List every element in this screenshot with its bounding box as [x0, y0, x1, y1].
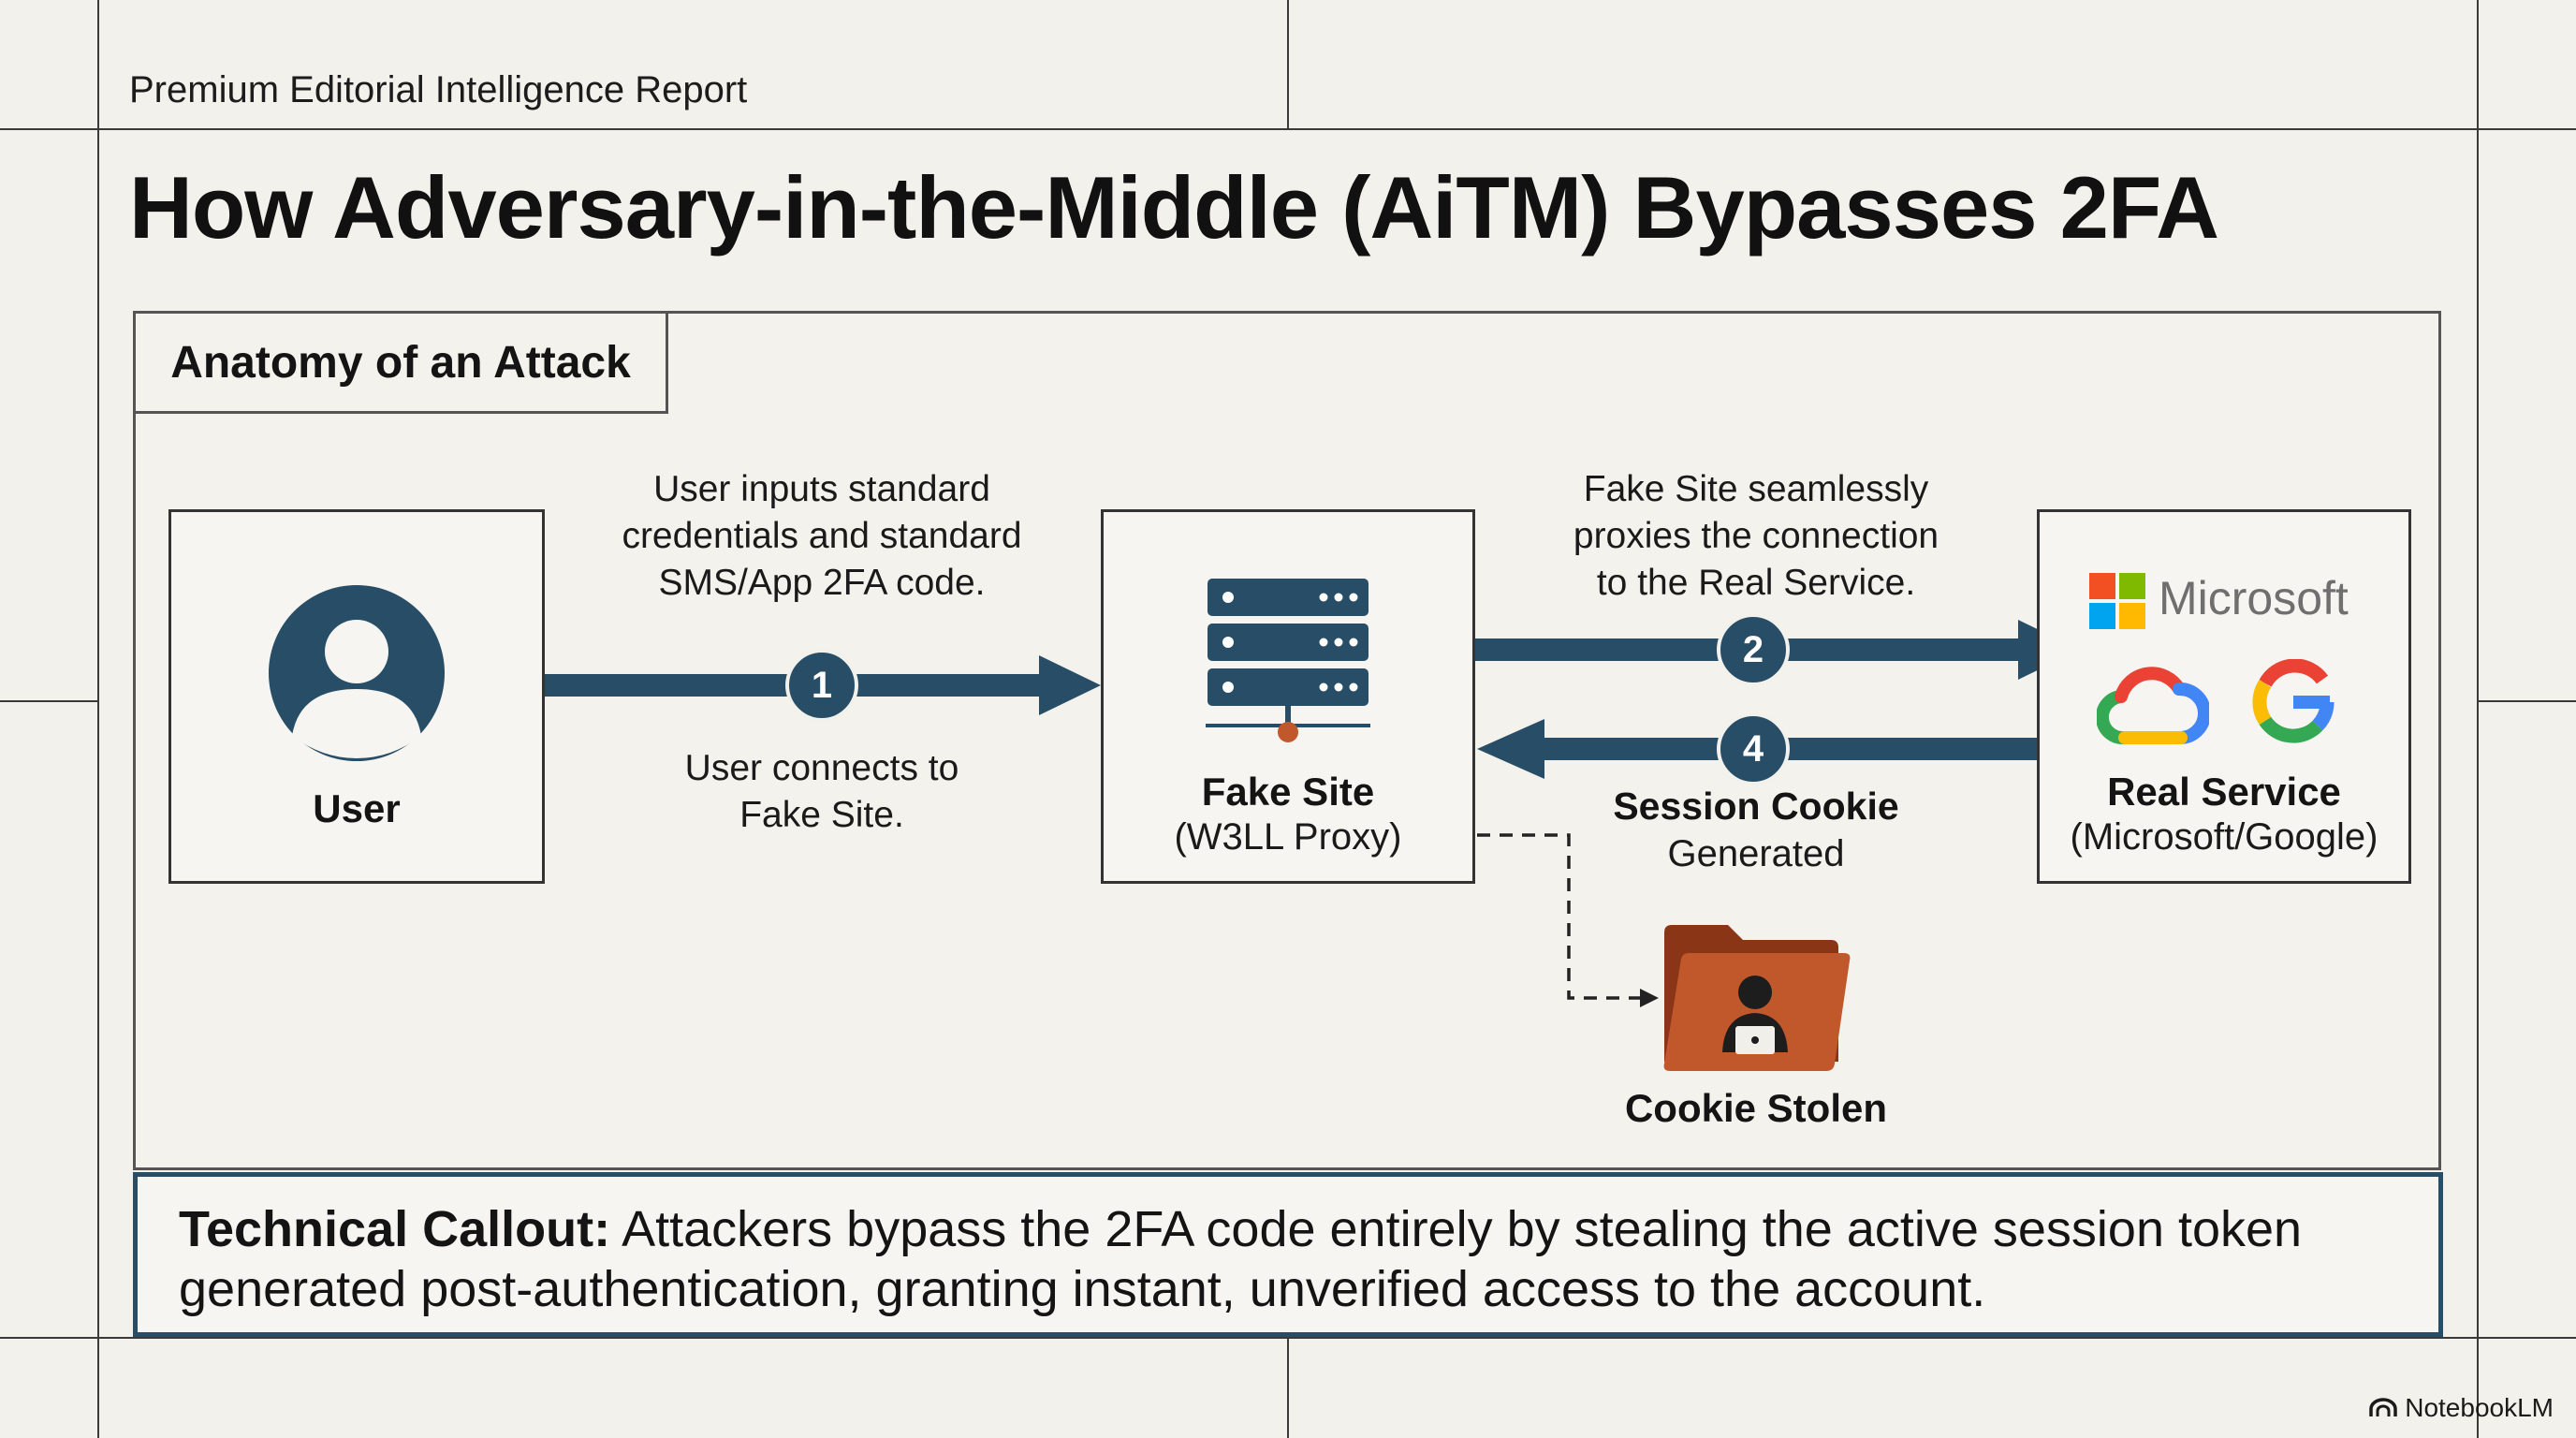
step-2-line-3: to the Real Service.: [1596, 563, 1916, 603]
watermark-text: NotebookLM: [2405, 1393, 2554, 1422]
grid-line-v-center-top: [1287, 0, 1289, 128]
cookie-stolen-label: Cookie Stolen: [1624, 1086, 1888, 1130]
google-g-icon: [2252, 659, 2334, 743]
arrow-4-head: [1477, 719, 1544, 779]
fake-site-sublabel: (W3LL Proxy): [1174, 816, 1402, 858]
user-avatar-icon: [269, 585, 445, 761]
real-service-node: [2037, 509, 2411, 884]
step-2-description: Fake Site seamlessly proxies the connect…: [1475, 466, 2037, 607]
session-cookie-sublabel: Generated: [1667, 833, 1845, 874]
arrow-1-head: [1039, 655, 1101, 715]
grid-line-h-top: [0, 128, 2576, 130]
grid-line-v-left: [97, 0, 99, 1438]
page-title: How Adversary-in-the-Middle (AiTM) Bypas…: [129, 158, 2219, 257]
hacker-folder-icon: [1663, 925, 1851, 1071]
step-1-line-1: User inputs standard: [653, 469, 990, 509]
microsoft-wordmark: Microsoft: [2159, 572, 2349, 624]
cookie-theft-arrowhead: [1640, 989, 1659, 1007]
grid-line-v-center-bottom: [1287, 1337, 1289, 1438]
microsoft-logo-icon: [2089, 573, 2145, 629]
technical-callout: Technical Callout: Attackers bypass the …: [133, 1172, 2443, 1337]
grid-line-v-right: [2477, 0, 2479, 1438]
step-1-caption-line-2: Fake Site.: [739, 795, 904, 835]
step-2-line-1: Fake Site seamlessly: [1583, 469, 1929, 509]
step-1-description: User inputs standard credentials and sta…: [543, 466, 1101, 607]
report-label: Premium Editorial Intelligence Report: [129, 69, 748, 110]
cookie-theft-line: [1477, 833, 1647, 1000]
session-cookie-label: Session Cookie: [1613, 785, 1899, 828]
step-1-line-3: SMS/App 2FA code.: [658, 563, 986, 603]
fake-site-label: Fake Site: [1201, 770, 1375, 814]
real-service-label: Real Service: [2107, 770, 2341, 814]
user-label: User: [313, 786, 401, 830]
real-service-sublabel: (Microsoft/Google): [2070, 816, 2378, 858]
step-1-caption: User connects to Fake Site.: [543, 745, 1101, 839]
google-cloud-icon: [2097, 667, 2209, 745]
step-2-line-2: proxies the connection: [1573, 516, 1939, 556]
grid-line-tick-right: [2477, 700, 2576, 702]
step-4-badge: 4: [1717, 712, 1790, 785]
grid-line-tick-left: [0, 700, 97, 702]
callout-label: Technical Callout:: [179, 1201, 611, 1257]
section-label: Anatomy of an Attack: [133, 311, 668, 414]
notebooklm-logo-icon: [2369, 1398, 2397, 1416]
notebooklm-watermark: NotebookLM: [2369, 1393, 2554, 1423]
step-2-badge: 2: [1717, 613, 1790, 686]
server-icon: [1206, 579, 1370, 742]
step-1-line-2: credentials and standard: [622, 516, 1022, 556]
step-1-badge: 1: [785, 649, 858, 722]
callout-text: Attackers bypass the 2FA code entirely b…: [179, 1201, 2303, 1317]
step-1-caption-line-1: User connects to: [684, 748, 959, 788]
